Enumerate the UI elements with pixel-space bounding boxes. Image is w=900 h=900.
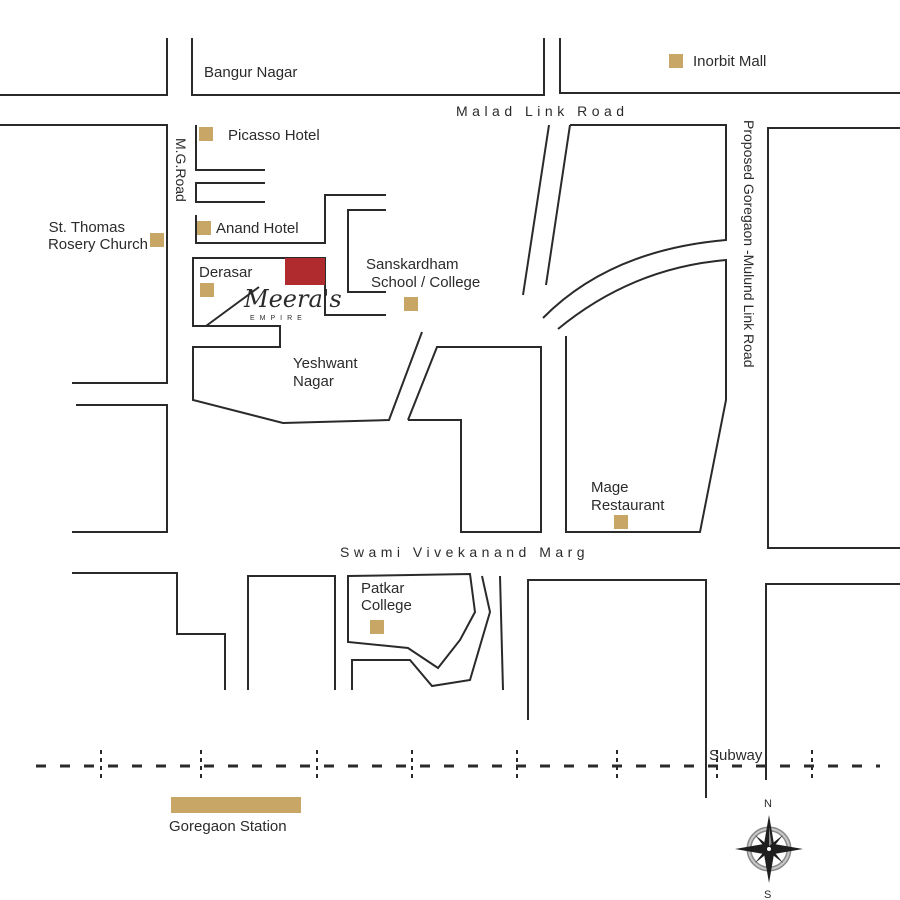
road-blocks: [0, 38, 900, 798]
goregaon-station-bar: [171, 797, 301, 813]
road-diag-left: [522, 124, 550, 296]
block-left-lower: [72, 404, 168, 533]
block-bottom-left: [72, 572, 226, 690]
label-subway: Subway: [709, 747, 763, 764]
marker-patkar-icon: [370, 620, 384, 634]
label-sanskardham-2: School / College: [371, 274, 480, 291]
marker-derasar-icon: [200, 283, 214, 297]
label-yeshwant-2: Nagar: [293, 373, 334, 390]
label-yeshwant-1: Yeshwant: [293, 355, 358, 372]
compass-rose-icon: N S: [735, 798, 803, 900]
label-inorbit-mall: Inorbit Mall: [693, 53, 766, 70]
block-sanskardham: [347, 209, 386, 293]
block-right: [767, 127, 900, 549]
block-right-upper: [542, 124, 727, 319]
label-bangur-nagar: Bangur Nagar: [204, 64, 297, 81]
road-mg: M.G.Road: [173, 138, 189, 202]
block-bottom-right: [527, 579, 707, 798]
compass-north: N: [764, 798, 772, 810]
road-patkar-lower: [351, 575, 492, 690]
marker-picasso-icon: [199, 127, 213, 141]
compass-south: S: [764, 889, 771, 900]
road-diag-right: [545, 124, 571, 286]
block-bottom-far-right: [765, 583, 900, 780]
label-st-thomas-2: Rosery Church: [48, 236, 148, 253]
label-patkar-1: Patkar: [361, 580, 404, 597]
block-inorbit: [559, 38, 900, 94]
logo-sub: EMPIRE: [250, 315, 307, 322]
logo-stroke: [205, 286, 260, 327]
marker-anand-icon: [197, 221, 211, 235]
block-bottom-2: [247, 575, 336, 690]
label-picasso-hotel: Picasso Hotel: [228, 127, 320, 144]
block-center-strip: [407, 346, 542, 533]
marker-mage-icon: [614, 515, 628, 529]
block-mage: [557, 258, 727, 533]
railway-line: [36, 750, 880, 782]
block-picasso: [195, 125, 265, 171]
label-st-thomas-1: St. Thomas: [49, 219, 125, 236]
block-anand: [195, 194, 386, 244]
marker-inorbit-icon: [669, 54, 683, 68]
project-logo: Meera's EMPIRE: [205, 285, 342, 327]
block-patkar: [347, 572, 477, 670]
place-labels: Bangur Nagar Inorbit Mall Picasso Hotel …: [48, 53, 766, 835]
block-bangur: [191, 38, 545, 96]
marker-st-thomas-icon: [150, 233, 164, 247]
label-derasar: Derasar: [199, 264, 252, 281]
road-labels: Malad Link Road Swami Vivekanand Marg M.…: [173, 103, 757, 560]
label-mage-2: Restaurant: [591, 497, 665, 514]
road-malad-link: Malad Link Road: [456, 103, 629, 119]
road-proposed-link: Proposed Goregaon -Mulund Link Road: [741, 120, 757, 368]
project-site-marker: [285, 258, 325, 285]
label-sanskardham-1: Sanskardham: [366, 256, 459, 273]
label-goregaon-station: Goregaon Station: [169, 818, 287, 835]
marker-sanskardham-icon: [404, 297, 418, 311]
label-mage-1: Mage: [591, 479, 629, 496]
block-top-left: [0, 38, 168, 96]
railway-ties: [100, 750, 813, 782]
road-swami-vivekanand: Swami Vivekanand Marg: [340, 544, 589, 560]
label-anand-hotel: Anand Hotel: [216, 220, 299, 237]
label-patkar-2: College: [361, 597, 412, 614]
road-patkar-right: [499, 575, 504, 691]
logo-script: Meera's: [243, 285, 342, 313]
block-mid-small: [195, 182, 265, 203]
block-left-upper: [0, 124, 168, 384]
landmark-markers: [150, 54, 683, 813]
